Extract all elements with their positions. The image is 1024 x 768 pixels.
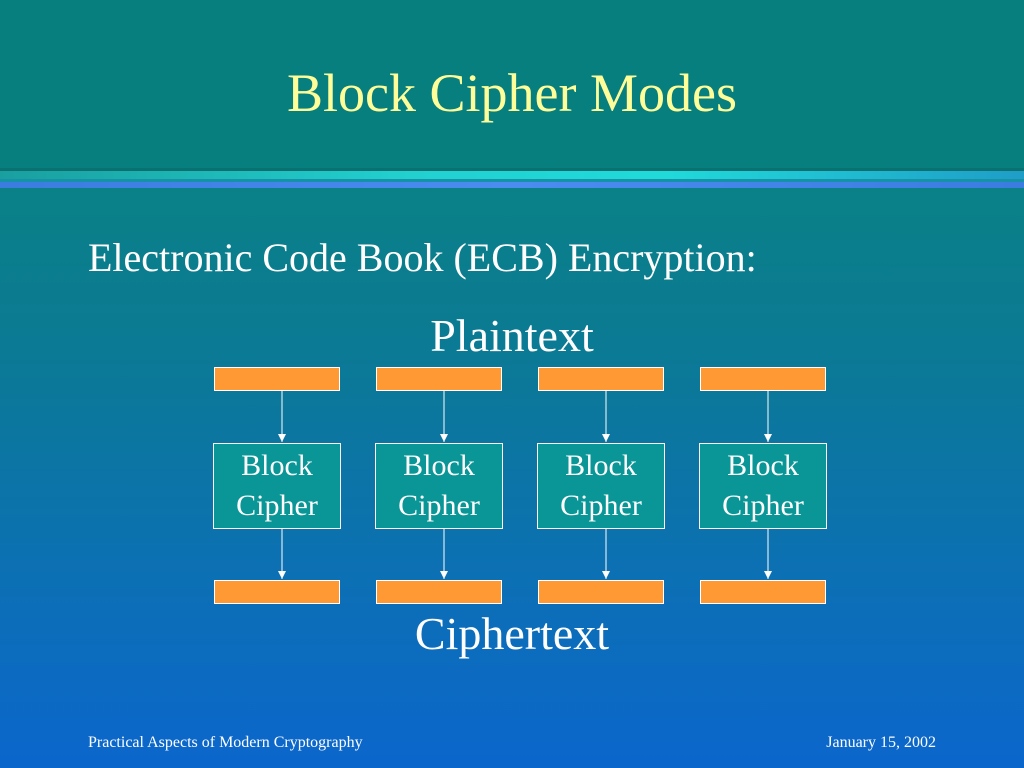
ciphertext-block	[538, 580, 664, 604]
block-cipher-label-line2: Cipher	[398, 489, 480, 522]
block-cipher-label-line2: Cipher	[560, 489, 642, 522]
arrow-head	[278, 434, 286, 442]
block-cipher-label-line1: Block	[727, 449, 799, 482]
arrow-head	[440, 434, 448, 442]
block-cipher-box: Block Cipher	[213, 443, 341, 529]
ciphertext-block	[214, 580, 340, 604]
block-cipher-label-line1: Block	[403, 449, 475, 482]
arrow-head	[440, 571, 448, 579]
title-divider-line	[0, 168, 1024, 171]
slide-title: Block Cipher Modes	[287, 63, 737, 123]
ciphertext-block	[700, 580, 826, 604]
plaintext-block	[376, 367, 502, 391]
block-cipher-label-line1: Block	[565, 449, 637, 482]
title-band	[0, 0, 1024, 170]
plaintext-block	[538, 367, 664, 391]
block-cipher-label-line2: Cipher	[236, 489, 318, 522]
title-divider-line	[0, 182, 1024, 188]
arrow-head	[764, 434, 772, 442]
plaintext-label: Plaintext	[430, 310, 594, 361]
block-cipher-label-line1: Block	[241, 449, 313, 482]
ciphertext-block	[376, 580, 502, 604]
plaintext-block	[700, 367, 826, 391]
arrow-head	[764, 571, 772, 579]
ciphertext-label: Ciphertext	[414, 608, 610, 659]
footer-date: January 15, 2002	[826, 734, 936, 751]
block-cipher-box: Block Cipher	[699, 443, 827, 529]
plaintext-block	[214, 367, 340, 391]
block-cipher-box: Block Cipher	[537, 443, 665, 529]
arrow-head	[602, 434, 610, 442]
block-cipher-label-line2: Cipher	[722, 489, 804, 522]
slide-subtitle: Electronic Code Book (ECB) Encryption:	[88, 235, 757, 280]
arrow-head	[278, 571, 286, 579]
title-divider-line	[0, 171, 1024, 179]
footer-course-title: Practical Aspects of Modern Cryptography	[88, 734, 363, 751]
title-divider-line	[0, 179, 1024, 182]
arrow-head	[602, 571, 610, 579]
block-cipher-box: Block Cipher	[375, 443, 503, 529]
